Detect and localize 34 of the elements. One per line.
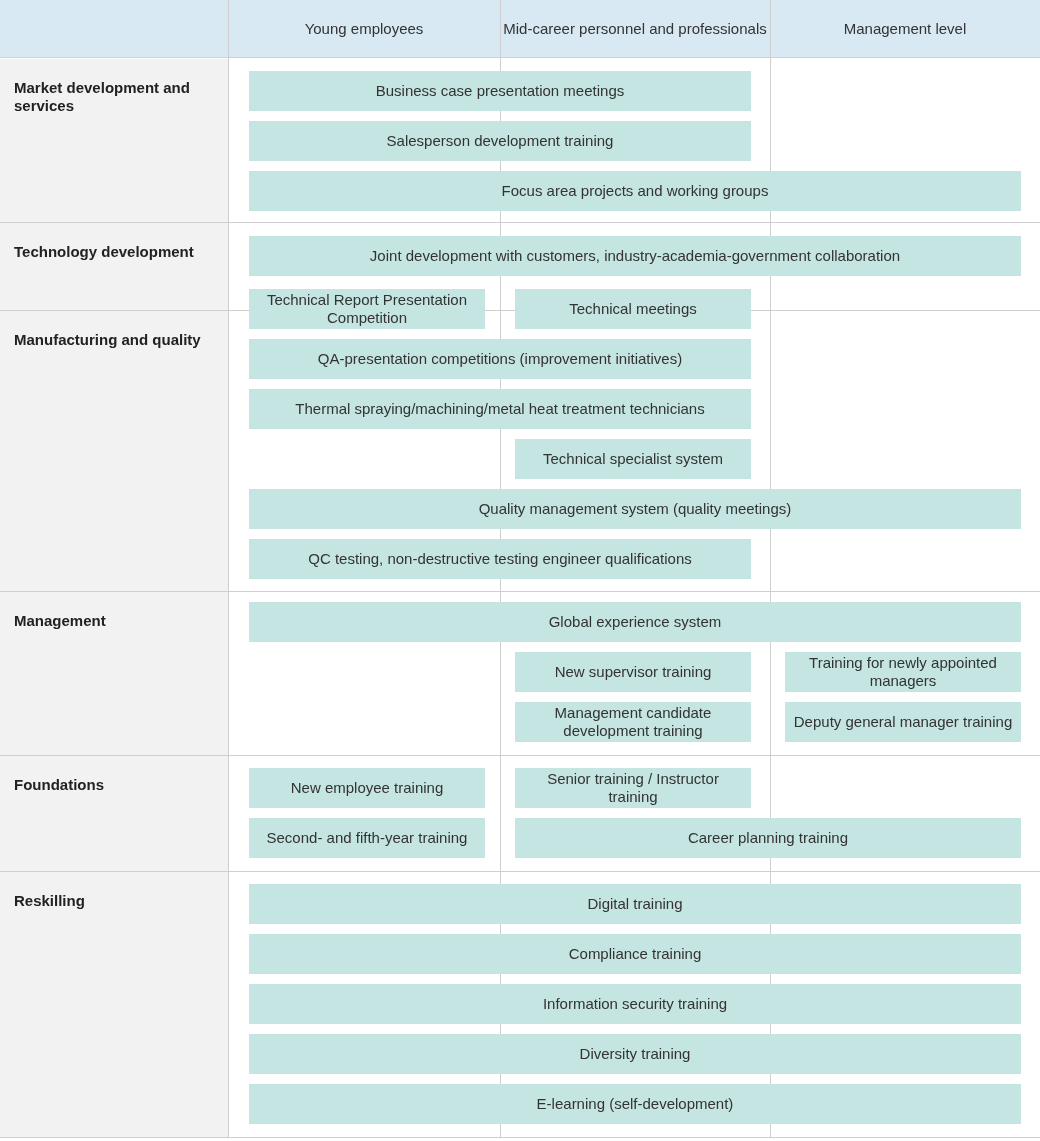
column-header: Management level (770, 0, 1040, 58)
program-bar: Second- and fifth-year training (249, 818, 485, 858)
program-bar: Information security training (249, 984, 1021, 1024)
row-header: Manufacturing and quality (0, 311, 228, 592)
program-bar: Global experience system (249, 602, 1021, 642)
row-header: Foundations (0, 756, 228, 872)
row-header: Reskilling (0, 872, 228, 1138)
program-bar: Senior training / Instructor training (515, 768, 751, 808)
row-header: Market development and services (0, 59, 228, 223)
program-bar: QA-presentation competitions (improvement initiatives) (249, 339, 751, 379)
program-bar: Management candidate development training (515, 702, 751, 742)
program-bar: Technical specialist system (515, 439, 751, 479)
program-bar: Focus area projects and working groups (249, 171, 1021, 211)
program-bar: Compliance training (249, 934, 1021, 974)
program-bar: E-learning (self-development) (249, 1084, 1021, 1124)
program-bar: Business case presentation meetings (249, 71, 751, 111)
program-bar: Career planning training (515, 818, 1021, 858)
column-header: Mid-career personnel and professionals (500, 0, 770, 58)
program-bar: Quality management system (quality meetings) (249, 489, 1021, 529)
program-bar: New employee training (249, 768, 485, 808)
program-bar: Diversity training (249, 1034, 1021, 1074)
program-bar: Salesperson development training (249, 121, 751, 161)
program-bar: Training for newly appointed managers (785, 652, 1021, 692)
column-header: Young employees (228, 0, 500, 58)
program-bar: Technical meetings (515, 289, 751, 329)
program-bar: Joint development with customers, industry-academia-government collaboration (249, 236, 1021, 276)
program-bar: Thermal spraying/machining/metal heat treatment technicians (249, 389, 751, 429)
row-header: Management (0, 592, 228, 756)
program-bar: Technical Report Presentation Competition (249, 289, 485, 329)
program-bar: Deputy general manager training (785, 702, 1021, 742)
program-bar: QC testing, non-destructive testing engineer qualifications (249, 539, 751, 579)
program-bar: Digital training (249, 884, 1021, 924)
row-header: Technology development (0, 223, 228, 311)
program-bar: New supervisor training (515, 652, 751, 692)
